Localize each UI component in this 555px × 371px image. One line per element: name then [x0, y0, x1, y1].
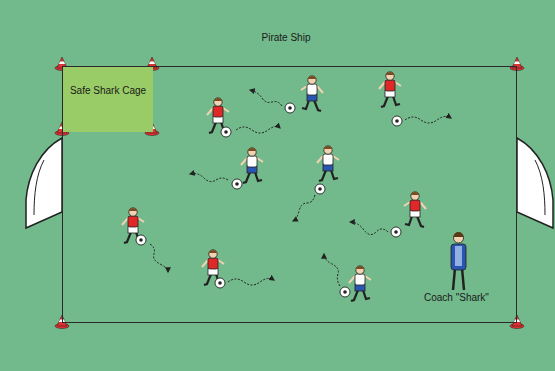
player [301, 76, 323, 111]
field-title: Pirate Ship [262, 32, 311, 43]
dribble-path [190, 174, 228, 182]
dribble-path [405, 116, 451, 123]
dribble-path [250, 90, 282, 106]
dribble-path [150, 244, 168, 272]
ball [221, 127, 231, 137]
player [241, 148, 263, 183]
zone-label: Safe Shark Cage [70, 85, 146, 96]
player [404, 192, 426, 227]
dribble-path [228, 278, 274, 285]
ball [315, 184, 325, 194]
dribble-path [293, 195, 315, 221]
safe-zone-box: Safe Shark Cage [63, 67, 153, 132]
ball [392, 116, 402, 126]
dribble-path [324, 254, 340, 286]
player [379, 72, 401, 107]
ball [136, 235, 146, 245]
ball [215, 278, 225, 288]
ball [232, 179, 242, 189]
coach-figure [451, 232, 466, 290]
cone [510, 57, 524, 71]
coach-label: Coach "Shark" [424, 292, 489, 303]
dribble-path [236, 126, 280, 133]
player [317, 146, 339, 181]
cone [510, 315, 524, 329]
player [349, 266, 371, 301]
field-boundary: Pirate ShipSafe Shark Cage [62, 66, 517, 323]
ball [391, 227, 401, 237]
right-goal [517, 138, 553, 228]
ball [285, 103, 295, 113]
ball [340, 287, 350, 297]
dribble-path [350, 222, 388, 235]
left-goal [26, 138, 62, 228]
